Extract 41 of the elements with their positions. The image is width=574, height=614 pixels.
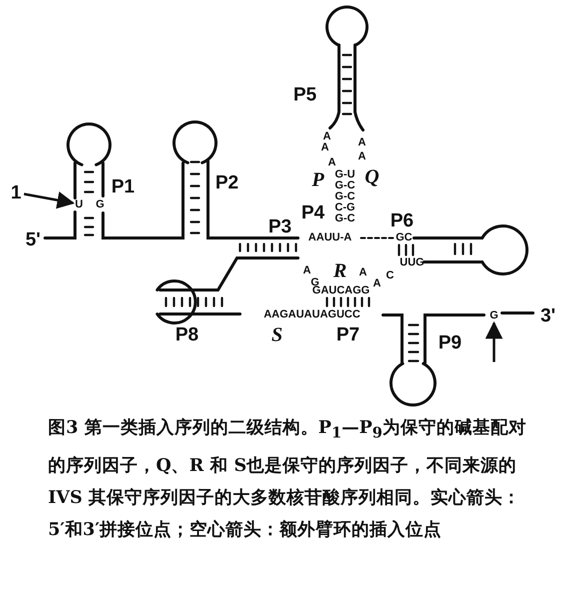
nucleotide-letter: A [359,268,367,278]
end-label: 3' [540,306,556,326]
stem-label: P7 [336,326,360,344]
stem-label: P8 [175,326,199,344]
stem-label: P6 [390,212,414,230]
nucleotide-letter: A [328,158,336,168]
base-pair: C-G [334,202,356,214]
arrow [485,321,503,362]
base-pair: G-C [334,180,356,192]
figure-caption: 图3 第一类插入序列的二级结构。P$_{1}$—P$_{9}$为保守的碱基配对的序列因子，Q、R 和 S也是保守的序列因子，不同来源的IVS 其保守序列因子的大多数核苷酸序列相同。实心箭头：5′和3′拼接位点；空心箭头：额外臂环的插入位点 [48,416,528,542]
nucleotide-letter: A [373,278,381,290]
nucleotide-letter: G [96,200,104,210]
element-label: Q [364,167,380,187]
sequence-text: GAUCAGG [312,286,370,296]
arrow [24,192,75,209]
base-pair: G-C [334,192,356,202]
nucleotide-letter: A [323,132,331,142]
sequence-text: AAGAUAUAGUCC [264,310,360,320]
base-pair-letters: GC [396,232,412,244]
base-pair: G-U [334,170,356,180]
element-label: R [333,261,347,281]
nucleotide-letter: A [303,266,311,276]
nucleotide-letter: G [490,310,498,322]
element-label: P [312,170,324,190]
end-label: 5' [25,230,41,250]
nucleotide-letter: A [358,152,366,162]
stem-label: P3 [268,218,292,236]
sequence-text: UUG [400,258,424,268]
nucleotide-letter: U [75,200,83,210]
stem-label: P4 [301,204,325,222]
base-pair: G-C [334,214,356,224]
stem-label: P1 [111,178,135,196]
stem-label: P9 [438,334,462,352]
sequence-text: AAUU-A [308,232,352,244]
marker-label: 1 [10,184,22,202]
element-label: S [271,325,283,345]
nucleotide-letter: C [386,270,394,282]
stem-label: P5 [293,86,317,104]
nucleotide-letter: A [321,142,329,154]
nucleotide-letter: A [358,138,366,148]
stem-label: P2 [215,174,239,192]
